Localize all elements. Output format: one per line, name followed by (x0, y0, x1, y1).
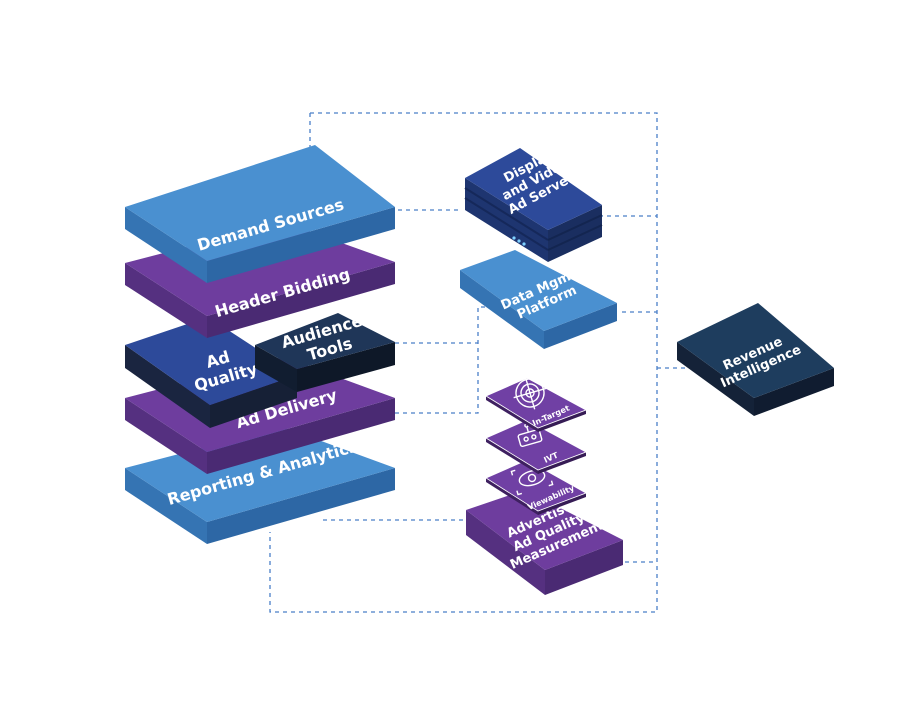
in-target-card: In-Target (485, 376, 587, 432)
data-mgmt-platform-block: Data Mgmt Platform (460, 250, 617, 349)
viewability-card: Viewability (485, 459, 587, 515)
advertiser-measurement-block: Advertiser Ad Quality Measurement (466, 490, 623, 595)
revenue-intelligence-block: Revenue Intelligence (677, 303, 834, 416)
connector-lines (269, 112, 690, 613)
status-light-icon (512, 236, 516, 240)
ad-quality-block: Ad Quality (125, 317, 297, 428)
audience-tools-block: Audience Tools (255, 311, 395, 392)
target-icon (513, 376, 547, 410)
robot-icon (517, 423, 543, 448)
ivt-card: IVT (485, 419, 587, 474)
ad-servers-block: Display and Video Ad Servers (464, 147, 603, 262)
demand-sources-layer: Demand Sources (125, 145, 395, 283)
